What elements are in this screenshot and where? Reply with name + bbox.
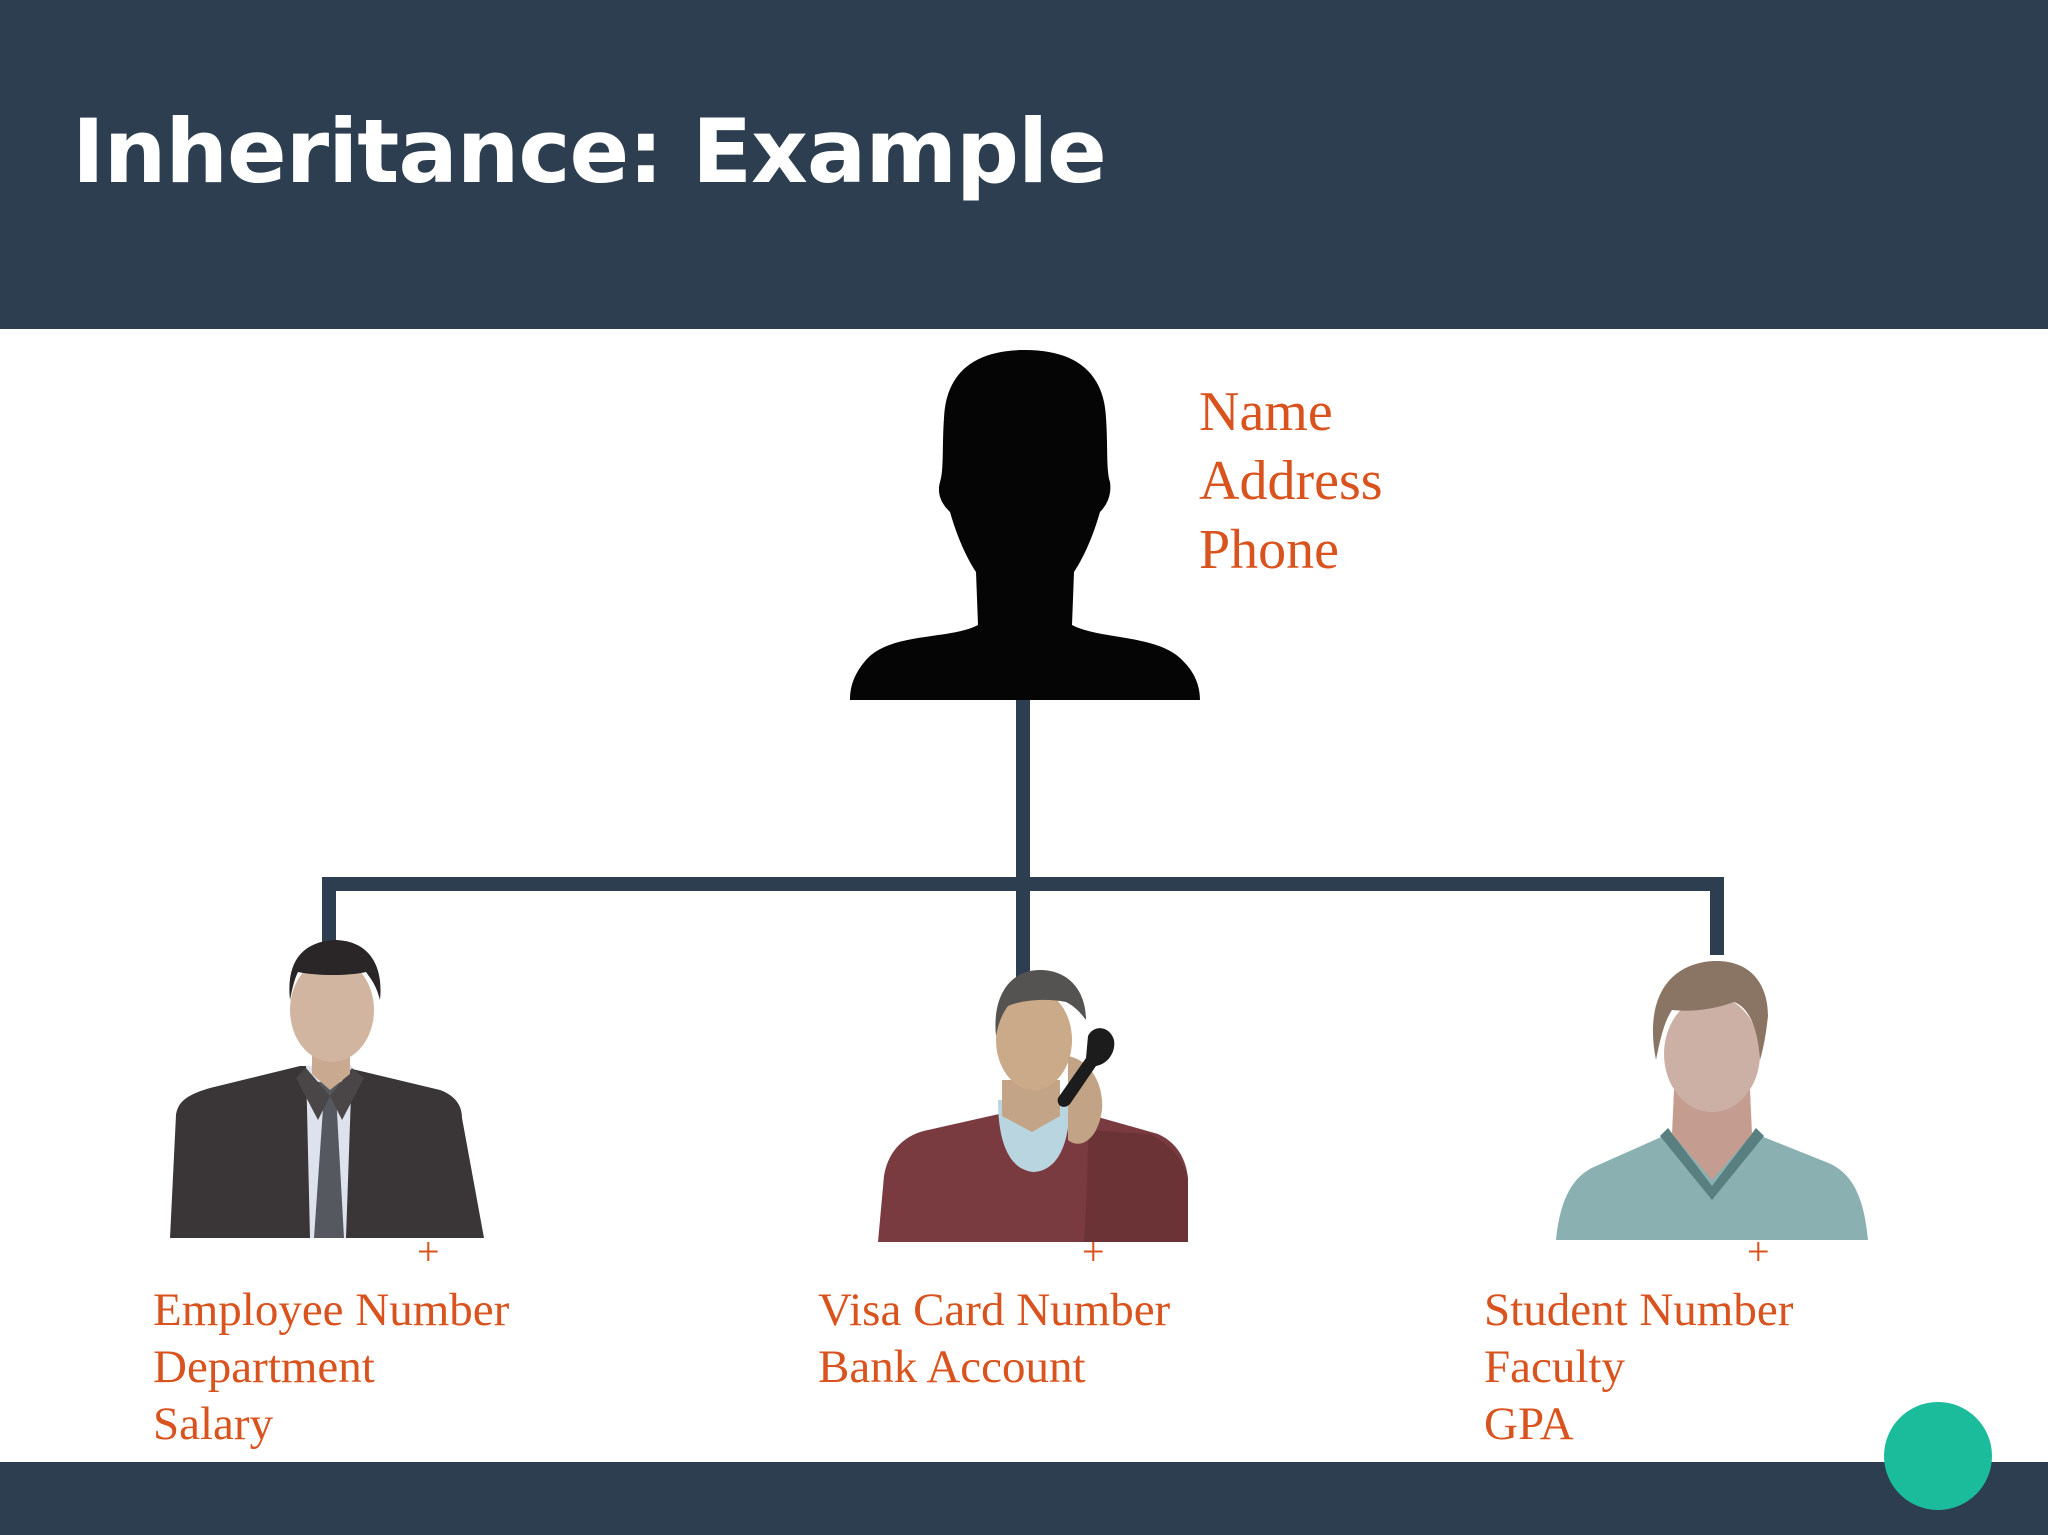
- customer-attribute: Visa Card Number: [818, 1284, 1171, 1336]
- employee-plus-sign: +: [417, 1229, 440, 1274]
- parent-attribute: Name: [1199, 381, 1333, 443]
- employee-attribute: Employee Number: [153, 1284, 510, 1336]
- student-attribute: Faculty: [1484, 1341, 1625, 1393]
- parent-attribute: Address: [1199, 450, 1383, 512]
- man-on-phone-icon: [878, 970, 1188, 1242]
- student-plus-sign: +: [1747, 1229, 1770, 1274]
- slide-footer-bar: [0, 1462, 2048, 1535]
- customer-attribute: Bank Account: [818, 1341, 1086, 1393]
- parent-attribute: Phone: [1199, 519, 1339, 581]
- student-attribute: Student Number: [1484, 1284, 1794, 1336]
- student-attribute: GPA: [1484, 1398, 1574, 1450]
- customer-attribute-list: Visa Card Number Bank Account: [818, 1282, 1170, 1396]
- employee-attribute: Department: [153, 1341, 375, 1393]
- student-attribute-list: Student Number Faculty GPA: [1484, 1282, 1793, 1453]
- decorative-dot: [1884, 1402, 1992, 1510]
- employee-attribute: Salary: [153, 1398, 274, 1450]
- student-icon: [1556, 961, 1868, 1240]
- businessman-icon: [170, 940, 484, 1238]
- person-silhouette-icon: [850, 350, 1200, 700]
- slide-header: Inheritance: Example: [0, 0, 2048, 329]
- employee-attribute-list: Employee Number Department Salary: [153, 1282, 509, 1453]
- hierarchy-connectors: [322, 695, 1724, 1020]
- parent-attribute-list: Name Address Phone: [1199, 378, 1383, 585]
- customer-plus-sign: +: [1082, 1229, 1105, 1274]
- slide-title: Inheritance: Example: [72, 100, 1107, 203]
